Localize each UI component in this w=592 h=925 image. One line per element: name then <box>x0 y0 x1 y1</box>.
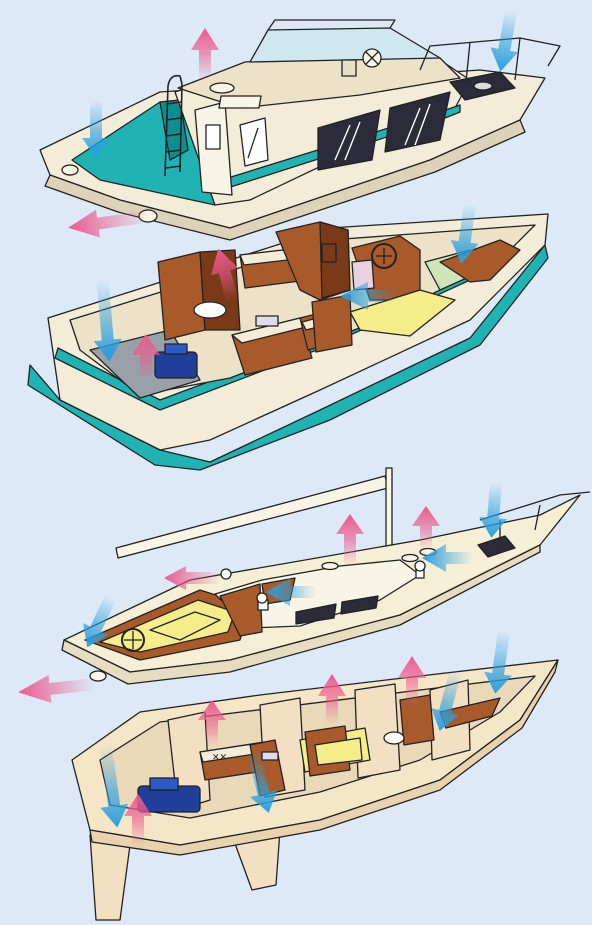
sailboat-hull-interior: ✕✕ <box>72 660 558 920</box>
sailboat-deck <box>62 468 590 684</box>
motorboat-roof-vent <box>210 83 234 93</box>
svg-text:✕✕: ✕✕ <box>212 753 227 763</box>
motorboat-engine <box>155 352 197 378</box>
exhaust-arrow <box>191 28 219 80</box>
sailboat-rudder <box>90 835 130 920</box>
motorboat-roof-hatch <box>219 96 261 108</box>
head-toilet <box>194 302 226 318</box>
exhaust-arrow <box>17 670 97 706</box>
sailboat-vent-1 <box>322 563 338 570</box>
motorboat-windscreen <box>250 28 440 62</box>
motorboat-exterior <box>40 20 560 240</box>
partition-aft <box>158 252 205 340</box>
